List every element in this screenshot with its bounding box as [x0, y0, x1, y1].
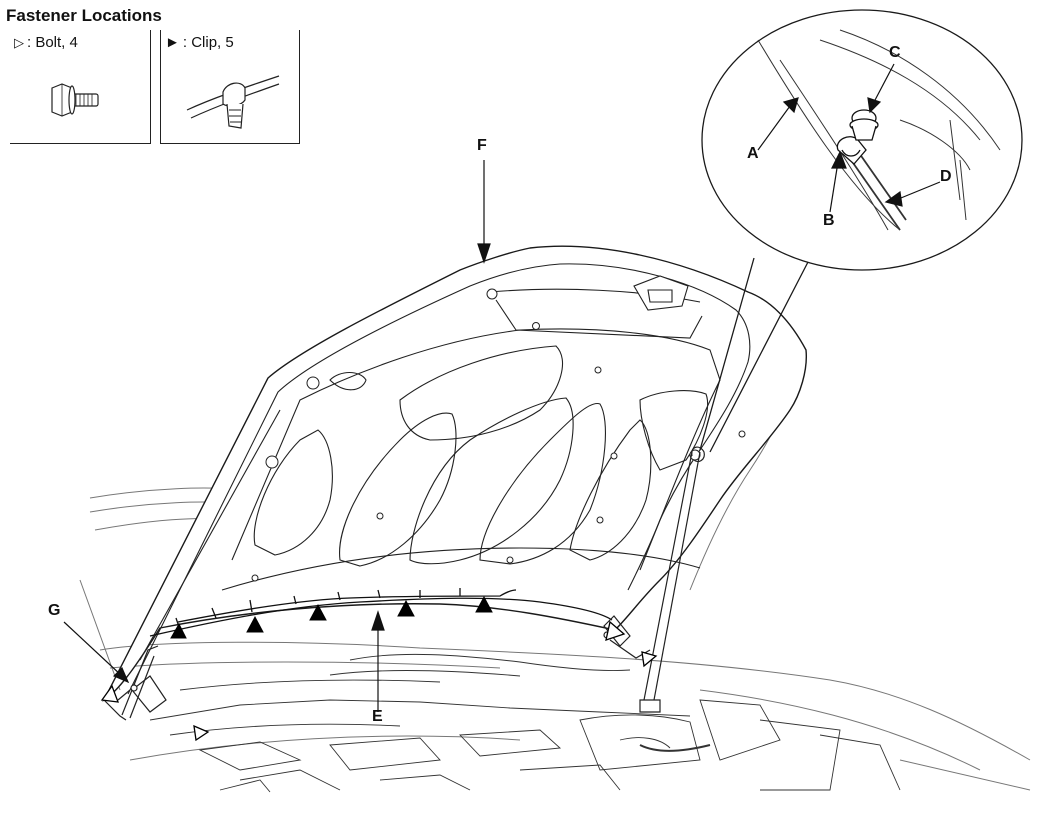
callout-c: C	[889, 44, 901, 61]
callout-d: D	[940, 168, 952, 185]
bolt-marker	[641, 651, 658, 668]
hollow-triangle-icon: ▷	[14, 35, 24, 50]
callout-g: G	[48, 602, 61, 619]
clip-marker	[475, 595, 493, 613]
bolt-marker	[605, 620, 626, 641]
hood-seal	[149, 588, 613, 637]
hood-latch	[633, 275, 689, 311]
legend-clip-text: : Clip, 5	[182, 34, 234, 51]
callout-f: F	[477, 137, 487, 154]
bolt-marker	[193, 724, 210, 742]
clip-icon	[186, 75, 280, 129]
filled-triangle-icon: ►	[165, 34, 180, 51]
clip-marker	[397, 599, 415, 617]
engine-bay	[149, 653, 901, 793]
legend-bolt-label: ▷ : Bolt, 4	[14, 34, 78, 51]
legend-bolt: ▷ : Bolt, 4	[10, 30, 151, 144]
bolt-markers	[100, 620, 658, 742]
clip-markers	[170, 595, 493, 639]
page-title: Fastener Locations	[6, 6, 162, 25]
hood-outline	[102, 245, 808, 702]
detail-clip	[836, 109, 879, 165]
hood-inner-frame	[127, 263, 751, 695]
clip-marker	[309, 603, 327, 621]
callout-b: B	[823, 212, 835, 229]
clip-marker	[170, 622, 187, 639]
legend-bolt-text: : Bolt, 4	[27, 34, 78, 51]
legend-clip: ► : Clip, 5	[160, 30, 300, 144]
bolt-icon	[51, 83, 99, 117]
leader-lines	[63, 63, 941, 712]
callout-e: E	[372, 708, 383, 725]
left-hinge	[103, 645, 167, 721]
legend-clip-label: ► : Clip, 5	[165, 34, 234, 51]
hood-cutouts	[253, 345, 709, 567]
callout-a: A	[747, 145, 759, 162]
clip-marker	[246, 615, 264, 633]
bolt-marker	[100, 684, 119, 703]
